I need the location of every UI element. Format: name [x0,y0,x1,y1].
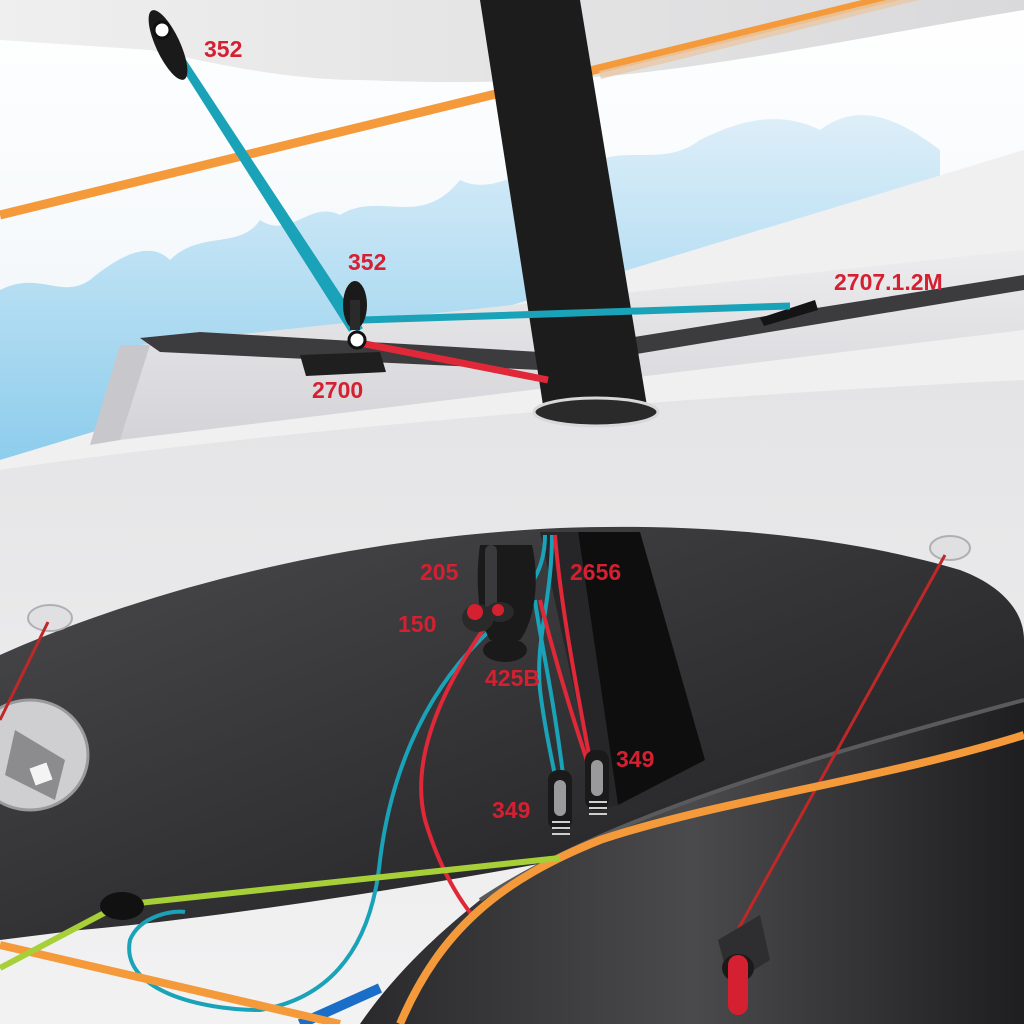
block-deck-352 [343,281,367,350]
green-line-left [0,907,112,971]
centerboard-trunk-side [540,532,618,810]
inspection-port-handle [5,730,65,800]
cam-cleat-349-left [548,770,572,835]
label-cleat-swivel: 425B [485,665,540,691]
centerboard-trunk [578,532,705,805]
thwart-fitting [718,915,770,1015]
label-deck-track: 2700 [312,377,363,403]
green-line-fairlead [100,892,144,920]
cleat-150 [462,602,514,632]
label-cam-cleat-right: 349 [616,746,654,772]
deck-grommet-right [929,535,971,561]
cockpit-floor [0,526,1024,940]
mast-step [532,396,660,428]
blue-line-to-cleat [537,534,562,801]
green-line [119,855,561,908]
blue-line-upper-2 [179,58,363,332]
cam-cleat-349-right [585,750,609,815]
blue-line-to-cleat-2 [533,599,568,801]
red-line-right [733,554,947,936]
inspection-port-key [29,762,53,786]
blue-line-cockpit [127,534,547,1013]
orange-line-cockpit [396,731,1024,1024]
swivel-425b [483,638,527,662]
label-fairlead: 205 [420,559,459,585]
label-cam-cleat-left: 349 [492,797,530,823]
red-line-left [0,621,50,721]
red-line-deck [354,338,549,384]
label-side-cleat-right: 2656 [570,559,621,585]
label-deck-track-end: 2707.1.2M [834,269,943,295]
label-cleat-base: 150 [398,611,436,637]
label-block-top: 352 [204,36,242,62]
red-line-cockpit [419,618,492,917]
deck-track-2700 [300,352,386,376]
blue-line-deck [361,302,791,324]
deck-track-2707 [760,300,818,326]
orange-shroud-behind-sail [599,0,920,79]
gunwale-front [90,345,150,445]
label-block-deck: 352 [348,249,386,275]
deck-grommet-left [27,604,73,632]
block-top-352 [148,10,188,80]
orange-line-floor [0,941,341,1024]
